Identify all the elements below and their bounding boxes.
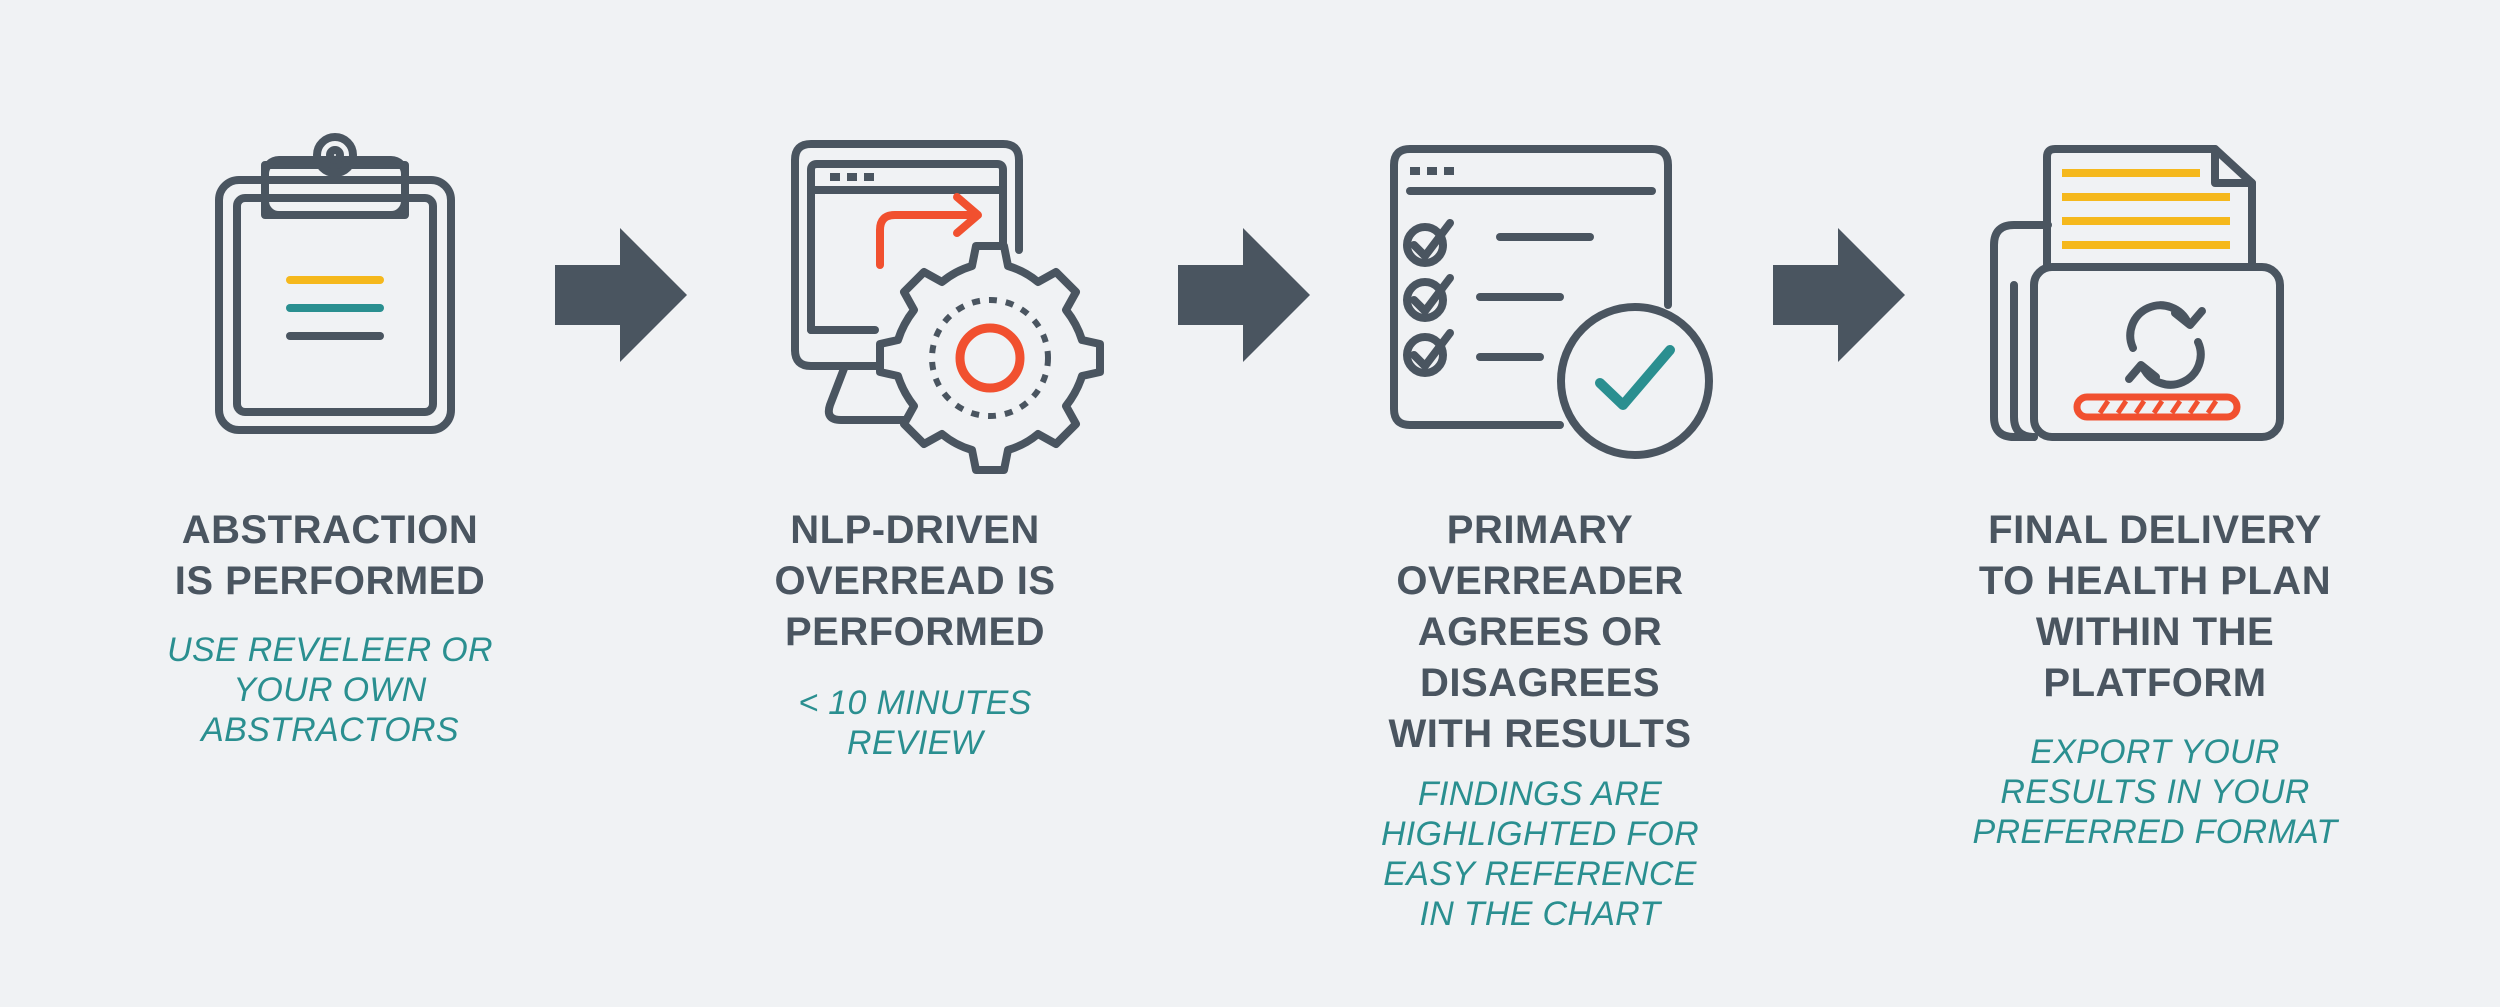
step-title: PRIMARY OVERREADER AGREES OR DISAGREES W…: [1388, 508, 1692, 756]
document-sync-icon: [1990, 145, 2284, 441]
step-subtitle: < 10 MINUTES REVIEW: [798, 684, 1032, 762]
arrow-right-icon: [555, 228, 687, 362]
step-subtitle: FINDINGS ARE HIGHLIGHTED FOR EASY REFERE…: [1380, 775, 1700, 933]
arrow-right-icon: [1178, 228, 1310, 362]
step-subtitle: USE REVELEER OR YOUR OWN ABSTRACTORS: [167, 631, 493, 749]
step-title: NLP-DRIVEN OVERREAD IS PERFORMED: [774, 508, 1056, 654]
computer-gear-icon: [791, 140, 1104, 474]
arrow-right-icon: [1773, 228, 1905, 362]
checklist-check-icon: [1390, 145, 1713, 459]
step-title: FINAL DELIVERY TO HEALTH PLAN WITHIN THE…: [1978, 508, 2332, 705]
step-subtitle: EXPORT YOUR RESULTS IN YOUR PREFERRED FO…: [1972, 733, 2338, 851]
step-title: ABSTRACTION IS PERFORMED: [174, 508, 486, 603]
clipboard-icon: [215, 133, 455, 434]
